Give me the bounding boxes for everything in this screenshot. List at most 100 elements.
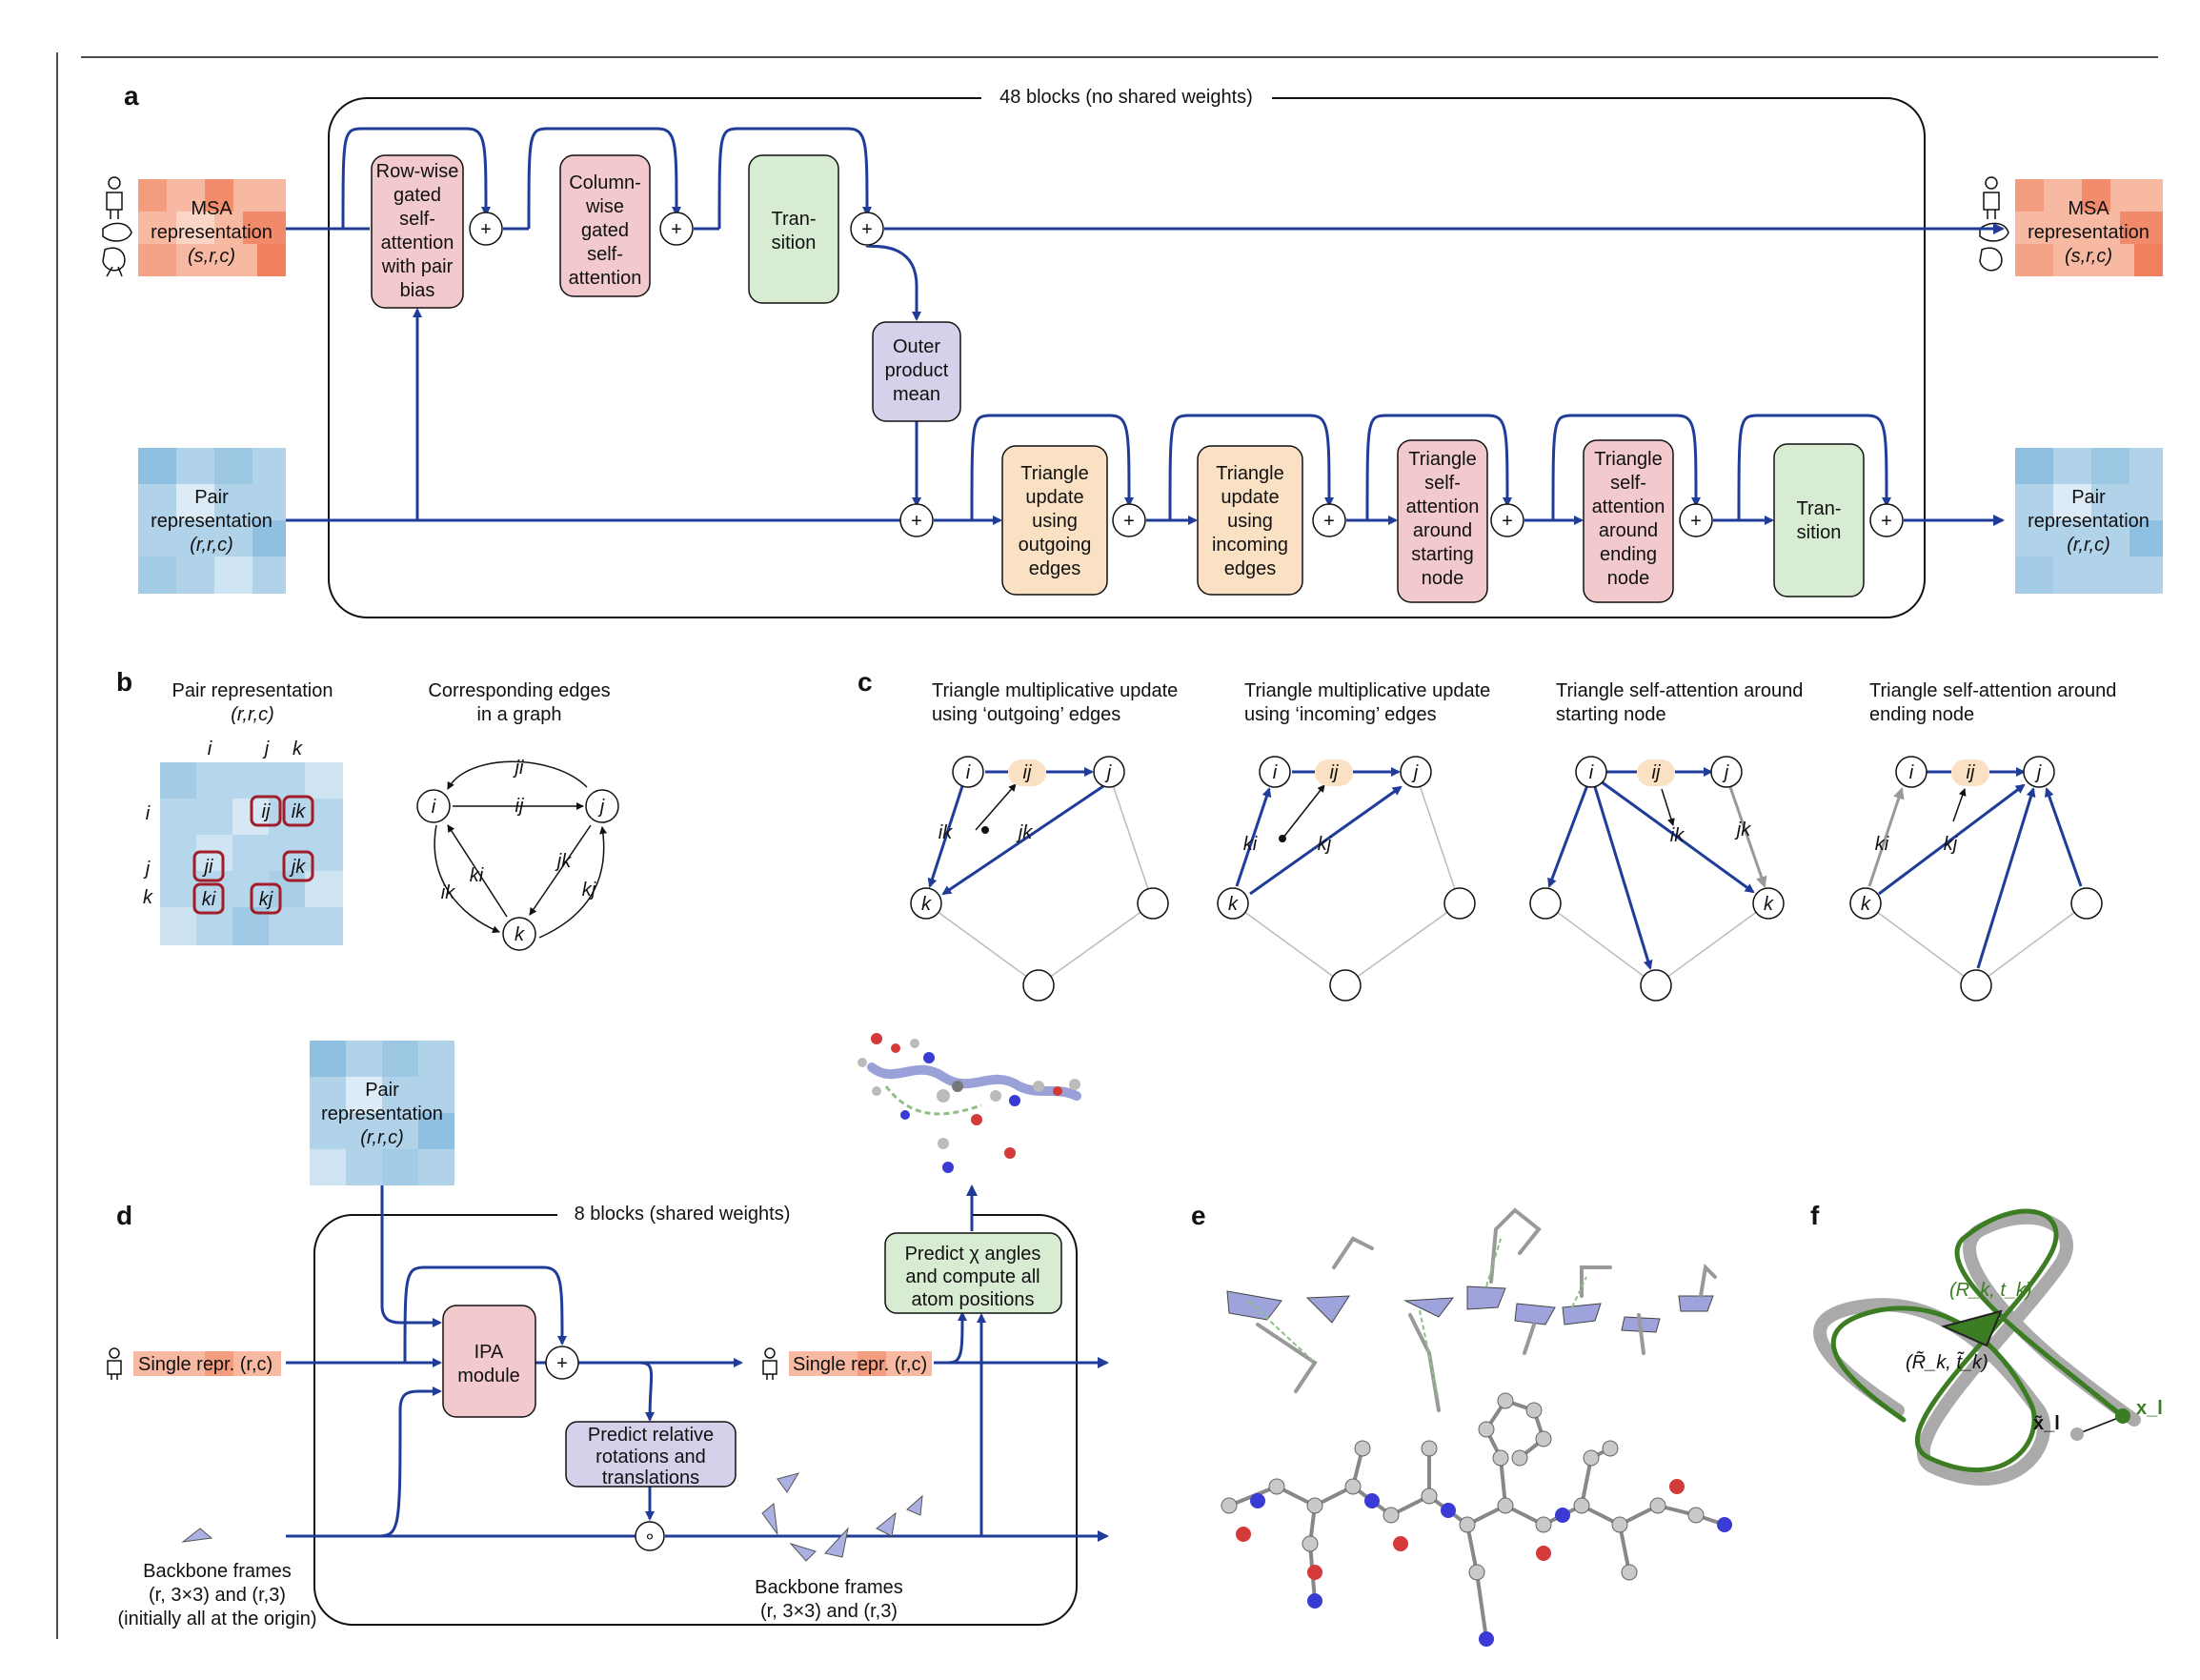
d-protein-structure [858, 1033, 1081, 1173]
bb-in-line3: (initially all at the origin) [118, 1609, 317, 1629]
b-highlighted-cells [192, 795, 314, 915]
tri-in-line1: Triangle [1216, 463, 1284, 484]
col-attn-line4: self- [587, 244, 623, 265]
ipa-line1: IPA [474, 1342, 504, 1363]
tri-out-line2: update [1025, 487, 1083, 508]
bb-out-line2: (r, 3×3) and (r,3) [760, 1601, 898, 1622]
tri-end-line1: Triangle [1594, 449, 1663, 470]
e-ball-stick-chain [1221, 1392, 1732, 1647]
panel-label-b: b [116, 667, 132, 697]
tri-start-line6: node [1422, 568, 1464, 589]
tri-start-line2: self- [1424, 473, 1461, 494]
c4-kj: kj [1944, 834, 1958, 855]
c2-node-i [1259, 756, 1291, 788]
tri-end-line4: around [1599, 520, 1658, 541]
panel-label-d: d [116, 1201, 132, 1230]
c-graph-outgoing [925, 759, 1154, 986]
d-blocks-title: 8 blocks (shared weights) [575, 1204, 791, 1225]
svg-text:+: + [480, 219, 492, 240]
b-title2: Corresponding edges [428, 680, 610, 701]
b-title2b: in a graph [477, 704, 562, 725]
c3-j: j [1722, 762, 1729, 783]
predict-rotations-box [565, 1421, 737, 1488]
c1-node-4 [1137, 887, 1169, 920]
b-graph-edges [434, 760, 608, 939]
tri-end-line5: ending [1600, 544, 1657, 565]
msa-transition-box [748, 154, 839, 304]
pair-output-line3: (r,r,c) [2067, 535, 2110, 556]
d-pair-line1: Pair [365, 1080, 399, 1101]
c4-i: i [1909, 762, 1914, 783]
pair-input-tile [138, 448, 286, 594]
b-edge-ij: ij [515, 796, 524, 817]
c4-node-i [1895, 756, 1928, 788]
tri-in-line4: incoming [1212, 535, 1288, 556]
pair-output-tile [2015, 448, 2163, 594]
cell-ik: ik [292, 801, 306, 822]
b-node-k [502, 917, 536, 951]
b-edge-ki: ki [470, 865, 484, 886]
b-row-k: k [143, 887, 153, 908]
msa-transition-line1: Tran- [771, 209, 816, 230]
c3-node-4 [1529, 887, 1562, 920]
c3-ik: ik [1670, 825, 1685, 846]
b-row-j: j [143, 859, 151, 880]
b-row-i: i [146, 803, 151, 824]
c2-ki: ki [1243, 834, 1258, 855]
triangle-attention-start-box [1397, 439, 1488, 603]
panel-label-c: c [858, 667, 873, 697]
c1-node-j [1093, 756, 1125, 788]
cell-ki: ki [202, 889, 216, 910]
tri-out-line1: Triangle [1020, 463, 1089, 484]
tri-end-line3: attention [1592, 496, 1665, 517]
row-attn-line2: gated [394, 185, 441, 206]
c3-node-j [1710, 756, 1743, 788]
tri-out-line3: using [1032, 511, 1078, 532]
tri-out-line5: edges [1029, 558, 1081, 579]
d-single-in-label: Single repr. (r,c) [138, 1354, 272, 1375]
d-pair-to-ipa [380, 1185, 442, 1327]
c3-ij: ij [1652, 762, 1661, 783]
c2-node-5 [1329, 969, 1362, 1002]
d-single-to-chi [947, 1311, 967, 1365]
c4-k: k [1861, 894, 1871, 915]
b-node-j-label: j [597, 797, 605, 818]
c-title2b: using ‘incoming’ edges [1244, 704, 1437, 725]
b-node-i [416, 789, 451, 823]
tri-end-line2: self- [1610, 473, 1646, 494]
tri-end-line6: node [1607, 568, 1650, 589]
row-attention-box [371, 154, 464, 309]
c1-node-5 [1022, 969, 1055, 1002]
panel-label-f: f [1810, 1201, 1820, 1230]
ipa-module-box [442, 1305, 536, 1418]
col-attn-line3: gated [581, 220, 629, 241]
msa-output-line1: MSA [2068, 198, 2109, 219]
predict-chi-line1: Predict χ angles [905, 1244, 1041, 1265]
pair-output-line1: Pair [2071, 487, 2106, 508]
pair-output-line2: representation [2028, 511, 2150, 532]
a-to-outer [865, 244, 921, 321]
tri-in-line2: update [1221, 487, 1279, 508]
f-backbone-traces [1813, 1208, 2141, 1486]
pair-transition-line2: sition [1797, 522, 1842, 543]
a-skip-tri-in [1168, 414, 1334, 521]
c3-i: i [1589, 762, 1594, 783]
b-edge-kj: kj [582, 880, 596, 901]
a-skip-trans [717, 127, 872, 230]
c3-k: k [1764, 894, 1774, 915]
c2-node-k [1217, 887, 1249, 920]
c2-ij: ij [1330, 762, 1339, 783]
c-title4b: ending node [1869, 704, 1974, 725]
e-backbone-frames-with-sidechains [1226, 1207, 1717, 1412]
pair-transition-box [1773, 443, 1865, 597]
cell-jk: jk [289, 857, 306, 878]
b-edge-jk: jk [555, 851, 572, 872]
msa-input-line3: (s,r,c) [188, 246, 235, 267]
column-attention-box [559, 154, 651, 297]
outer-line3: mean [893, 384, 940, 405]
c2-j: j [1411, 762, 1419, 783]
svg-text:+: + [861, 219, 873, 240]
d-skip-ipa [403, 1265, 567, 1364]
bb-in-line2: (r, 3×3) and (r,3) [149, 1585, 286, 1606]
predict-chi-box [884, 1232, 1062, 1314]
